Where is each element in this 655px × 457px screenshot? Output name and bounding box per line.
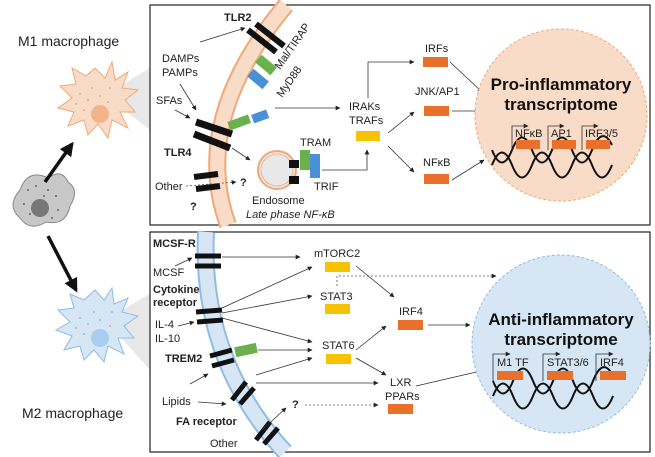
stat6-box — [326, 354, 351, 364]
irfs-label: IRFs — [425, 43, 449, 55]
tlr2-receptor — [246, 21, 286, 90]
gene-irf4: IRF4 — [600, 357, 624, 369]
cytokine-receptor — [195, 307, 224, 325]
trem2-receptor — [209, 342, 258, 369]
fa-receptor-label: FA receptor — [176, 416, 237, 428]
tlr2-label: TLR2 — [224, 12, 252, 24]
il10-label: IL-10 — [155, 333, 180, 345]
lipids-label: Lipids — [162, 396, 191, 408]
mcsf-label: MCSF — [153, 267, 184, 279]
anti-transcriptome-title-2: transcriptome — [504, 330, 617, 349]
other-question-1: ? — [240, 177, 247, 189]
fa-receptor — [230, 380, 256, 406]
irak-traf-box — [356, 131, 380, 141]
trif-label: TRIF — [314, 181, 339, 193]
m2-macrophage-cell — [54, 286, 140, 364]
gene-ap1: AP1 — [551, 128, 572, 140]
mcsf-r-label: MCSF-R — [153, 238, 196, 250]
pro-transcriptome-title-2: transcriptome — [504, 95, 617, 114]
nfkb-label: NFκB — [423, 157, 451, 169]
pro-transcriptome-title-1: Pro-inflammatory — [491, 75, 632, 94]
anti-transcriptome-title-1: Anti-inflammatory — [488, 310, 634, 329]
nfkb-box — [424, 174, 449, 184]
pamps-label: PAMPs — [162, 67, 198, 79]
irf4-box — [398, 320, 423, 330]
other-question-2: ? — [190, 201, 197, 213]
endosome-label: Endosome — [252, 195, 305, 207]
pro-inflammatory-transcriptome: Pro-inflammatory transcriptome NFκB AP1 … — [474, 28, 648, 202]
arrow-m0-to-m2 — [46, 235, 78, 293]
gene-stat36: STAT3/6 — [547, 357, 589, 369]
mtorc2-box — [325, 262, 350, 272]
gene-nfkb: NFκB — [515, 128, 543, 140]
other-label-m1: Other — [155, 181, 183, 193]
ppars-box — [388, 404, 413, 414]
irfs-box — [423, 57, 448, 67]
trafs-label: TRAFs — [349, 115, 384, 127]
cytokine-receptor-label-1: Cytokine — [153, 284, 199, 296]
irf4-label: IRF4 — [399, 306, 423, 318]
endosome — [257, 150, 320, 190]
iraks-label: IRAKs — [349, 101, 381, 113]
il4-label: IL-4 — [155, 319, 174, 331]
other-receptor-m1 — [193, 171, 221, 192]
late-phase-label: Late phase NF-κB — [246, 209, 335, 221]
m1-panel: TLR2 Mal/TIRAP MyD88 DAMPs PAMPs SFAs TL… — [149, 0, 651, 229]
m0-macrophage-cell — [12, 173, 75, 227]
tram-label: TRAM — [300, 137, 331, 149]
ppars-label: PPARs — [385, 391, 420, 403]
m1-macrophage-cell — [56, 60, 140, 140]
other-label-m2: Other — [210, 438, 238, 450]
jnk-ap1-box — [424, 106, 449, 116]
gene-m1-tf: M1 TF — [497, 357, 529, 369]
anti-inflammatory-transcriptome: Anti-inflammatory transcriptome M1 TF ST… — [471, 254, 651, 434]
tlr4-label: TLR4 — [164, 147, 192, 159]
tlr4-receptor — [192, 109, 270, 152]
stat6-label: STAT6 — [322, 340, 355, 352]
gene-irf35: IRF3/5 — [585, 128, 618, 140]
m1-macrophage-label: M1 macrophage — [18, 33, 119, 49]
damps-label: DAMPs — [162, 53, 200, 65]
lxr-label: LXR — [390, 377, 411, 389]
cytokine-receptor-label-2: receptor — [153, 297, 198, 309]
arrow-m0-to-m1 — [43, 141, 74, 184]
mcsf-r-receptor — [195, 253, 221, 269]
m2-macrophage-label: M2 macrophage — [22, 405, 123, 421]
mtorc2-label: mTORC2 — [314, 248, 360, 260]
stat3-label: STAT3 — [320, 291, 353, 303]
sfas-label: SFAs — [156, 95, 183, 107]
stat3-box — [325, 304, 350, 314]
jnk-ap1-label: JNK/AP1 — [415, 86, 460, 98]
trem2-label: TREM2 — [165, 353, 202, 365]
m2-panel: MCSF-R MCSF Cytokine receptor IL-4 IL-10… — [149, 231, 651, 457]
other-question-m2: ? — [292, 399, 299, 411]
